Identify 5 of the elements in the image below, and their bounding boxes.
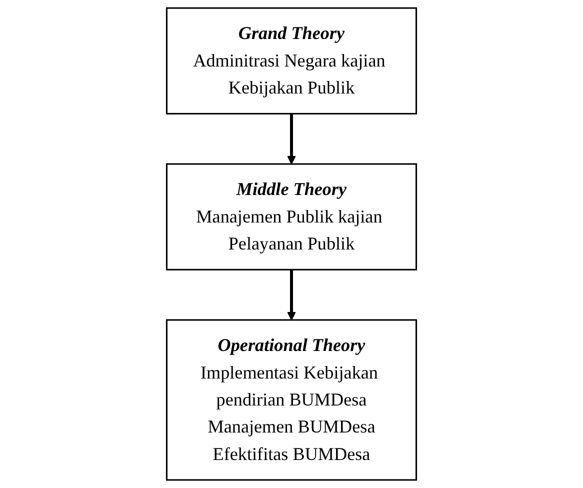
arrow [287, 270, 296, 320]
node-box: Grand Theory Adminitrasi Negara kajian Kebijakan Publik [166, 7, 418, 114]
node-box: Middle Theory Manajemen Publik kajian Pelayanan Publik [166, 163, 418, 270]
arrow [287, 114, 296, 164]
node-box: Operational Theory Implementasi Kebijakan pendirian BUMDesa Manajemen BUMDesa Efektifitas BUMDesa [166, 319, 418, 481]
